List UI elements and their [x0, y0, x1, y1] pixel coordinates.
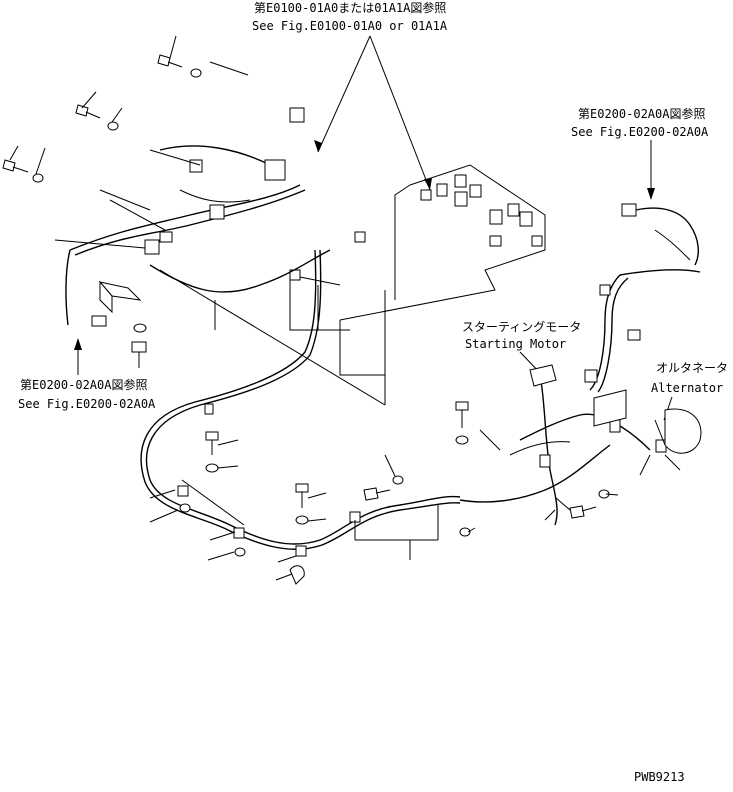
right-ref-arrow — [647, 140, 655, 200]
top-ref-ja: 第E0100-01A0または01A1A図参照 — [254, 0, 446, 15]
alternator-en: Alternator — [651, 381, 723, 395]
frame-plate — [289, 164, 546, 405]
starting-motor-en: Starting Motor — [465, 337, 566, 351]
alternator — [639, 408, 702, 476]
starting-motor-harness — [459, 274, 667, 526]
relay-blocks — [289, 174, 543, 281]
top-ref-arrows — [314, 35, 432, 191]
upper-harness — [69, 107, 331, 293]
right-connector — [619, 203, 701, 276]
leader-lines-right — [479, 429, 619, 521]
lower-frame-lines — [159, 269, 386, 406]
right-ref-en: See Fig.E0200-02A0A — [571, 125, 709, 139]
left-ref-arrow — [74, 338, 82, 375]
right-ref-ja: 第E0200-02A0A図参照 — [578, 106, 705, 121]
main-cable — [140, 249, 461, 557]
leader-lines-lower — [149, 439, 476, 581]
left-ref-ja: 第E0200-02A0A図参照 — [20, 377, 147, 392]
drawing-code: PWB9213 — [634, 770, 685, 784]
bolt-3 — [2, 159, 44, 183]
bolt-2 — [75, 104, 119, 131]
lower-fasteners — [179, 401, 610, 585]
left-ref-en: See Fig.E0200-02A0A — [18, 397, 156, 411]
alternator-ja: オルタネータ — [656, 361, 728, 375]
leader-lines-left — [9, 35, 249, 249]
bolt-1 — [157, 54, 202, 78]
top-ref-en: See Fig.E0100-01A0 or 01A1A — [252, 19, 448, 33]
starting-motor-ja: スターティングモータ — [462, 320, 581, 334]
left-connector — [65, 249, 147, 368]
